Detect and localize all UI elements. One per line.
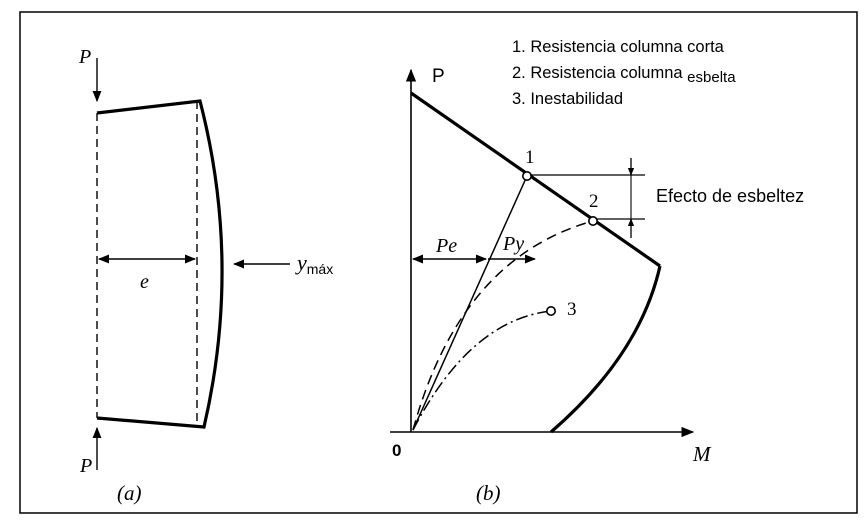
deflection-main: y [295,250,307,275]
load-path-short [412,175,528,431]
point-1-marker [521,171,532,182]
figure-a: P P e ymáx (a) [78,46,333,505]
outer-frame [19,11,858,514]
legend-item-2-main: 2. Resistencia columna [512,64,687,82]
interaction-curve-lower [549,265,662,434]
column-outline [96,99,224,429]
eccentricity-label: e [140,271,149,293]
slenderness-effect-label: Efecto de esbeltez [656,186,804,206]
load-label-top: P [78,46,91,68]
legend-item-2: 2. Resistencia columna esbelta [512,64,736,86]
py-label: Py [502,233,524,255]
point-2-marker [587,216,598,227]
legend-item-2-sub: esbelta [687,69,736,86]
caption-a: (a) [117,481,142,505]
load-label-bottom: P [79,455,92,477]
m-axis-label: M [692,442,712,466]
legend-item-3: 3. Inestabilidad [512,90,623,108]
deflection-subscript: máx [307,261,333,277]
interaction-curve-upper [410,91,661,268]
origin-label: 0 [392,441,401,460]
load-path-instability [412,310,552,431]
point-2-label: 2 [589,191,599,212]
point-3-marker [545,305,556,316]
figure-b: P M 0 1 2 3 Pe Py Efecto de esbeltez [390,38,804,505]
p-axis-label: P [432,66,445,87]
caption-b: (b) [476,481,501,505]
point-1-label: 1 [525,147,535,168]
legend-item-1: 1. Resistencia columna corta [512,38,725,56]
deflection-label: ymáx [295,250,333,277]
pe-label: Pe [435,235,457,257]
point-3-label: 3 [567,299,577,320]
